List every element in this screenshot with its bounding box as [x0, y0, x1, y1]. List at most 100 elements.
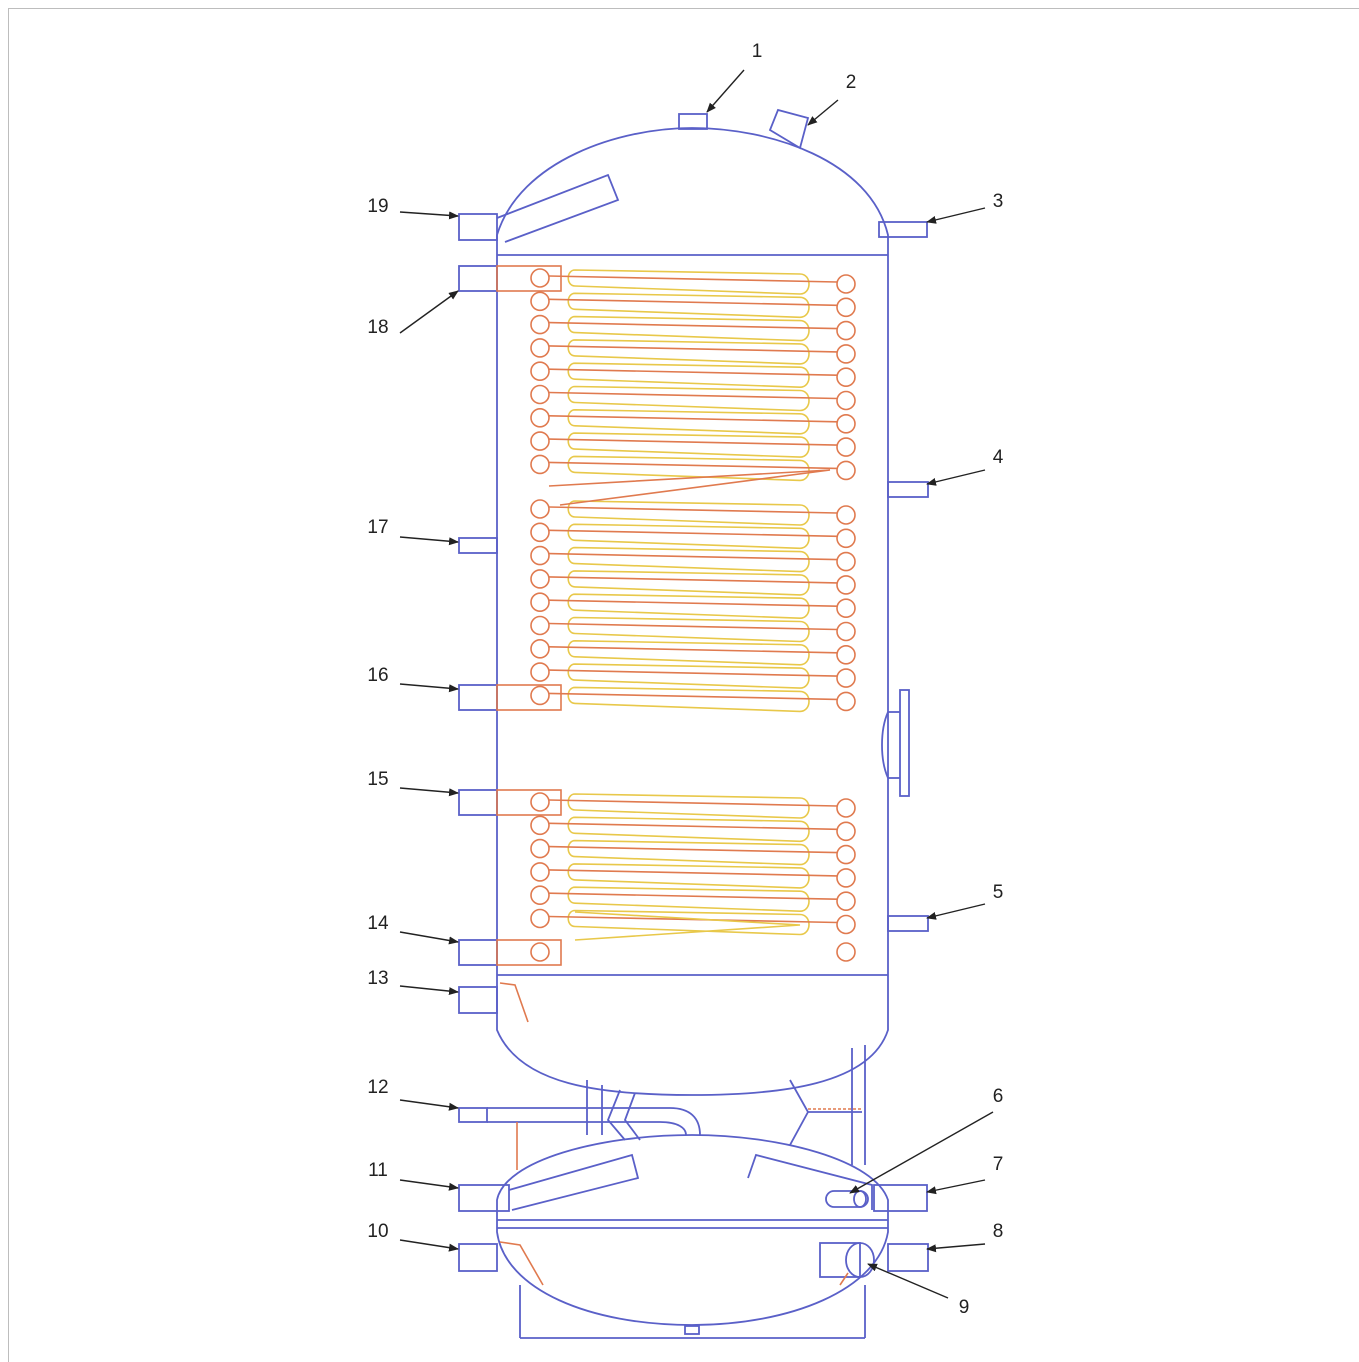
coil-pipe	[548, 669, 838, 677]
coil-ports	[458, 265, 562, 966]
coil-turn-left	[530, 908, 550, 929]
coil-turn-left	[530, 838, 550, 859]
coil-turn-right	[836, 575, 856, 595]
coil-turn-right	[836, 644, 856, 665]
coil-pipe	[548, 321, 838, 330]
connector-12-port	[458, 1107, 488, 1123]
coil-turn-right	[836, 621, 856, 642]
coil-loop	[567, 909, 810, 936]
connector-1-port	[678, 113, 708, 130]
coil-loop	[567, 616, 810, 643]
coil-loop	[567, 816, 810, 843]
coil-turn-right	[836, 367, 856, 388]
coil-turn-left	[530, 291, 550, 312]
coil-loop	[567, 793, 810, 819]
callout-11: 11	[368, 1160, 459, 1191]
immersion-tube-10	[499, 1241, 544, 1286]
connector-10-port	[458, 1243, 498, 1272]
callout-arrow-2	[807, 99, 839, 126]
callout-3: 3	[926, 191, 1004, 224]
coil-turn-right	[836, 821, 856, 842]
coil-pipe	[548, 368, 838, 376]
coil-15-stub	[496, 789, 562, 816]
coil-loop	[567, 362, 810, 389]
coil-pipe	[548, 869, 838, 877]
coil-pipe	[548, 845, 838, 854]
coil-crossover-upper	[548, 469, 831, 506]
coil-turn-left	[530, 361, 550, 382]
coil-turn-right	[836, 914, 856, 935]
connector-19-port	[458, 213, 498, 241]
coil-turn-left	[530, 338, 550, 358]
coil-turn-left	[530, 569, 550, 589]
connector-5-port	[887, 915, 929, 932]
coil-pipe	[548, 622, 838, 631]
coil-loop	[567, 839, 810, 866]
callout-arrow-4	[926, 469, 986, 486]
callout-6: 6	[849, 1086, 1003, 1194]
connector-16-port	[458, 684, 498, 711]
connector-7-port	[873, 1184, 928, 1212]
figure-frame	[8, 8, 1359, 1362]
callout-label-19: 19	[367, 196, 388, 217]
callout-arrow-3	[926, 207, 986, 224]
coil-turn-right	[836, 891, 856, 912]
coil-turn-left	[530, 454, 550, 475]
coil-pipe	[548, 692, 838, 701]
coil-pipe	[548, 345, 838, 353]
coil-loop	[567, 408, 810, 435]
coil-pipe	[548, 415, 838, 423]
coil-turn-right	[836, 598, 856, 619]
upper-tank	[458, 108, 929, 1096]
callout-arrow-5	[926, 903, 986, 920]
coil-turn-left	[530, 384, 550, 405]
callout-12: 12	[367, 1077, 459, 1111]
coil-turn-right	[836, 844, 856, 865]
callout-13: 13	[367, 968, 459, 996]
callout-label-15: 15	[367, 769, 388, 790]
support-structure	[519, 1045, 866, 1339]
callout-arrow-8	[926, 1243, 986, 1253]
connector-18-port	[458, 265, 498, 292]
coil-turn-right	[836, 551, 856, 572]
coil-turn-left	[530, 885, 550, 906]
lower-tank-shell	[496, 1134, 889, 1326]
coil-pipe	[548, 892, 838, 900]
coil-turn-right	[836, 297, 856, 318]
coil-16-stub	[496, 684, 562, 711]
connector-13-port	[458, 986, 498, 1014]
callout-arrow-11	[399, 1179, 459, 1191]
callout-label-3: 3	[993, 191, 1004, 212]
upper-coil-top	[530, 268, 856, 482]
heat-exchanger-coils	[530, 268, 856, 962]
coil-pipe	[548, 506, 838, 514]
coil-turn-right	[836, 798, 856, 818]
coil-loop	[567, 663, 810, 689]
coil-turn-right	[836, 942, 856, 962]
upper-tank-shell	[496, 127, 889, 1096]
coil-turn-left	[530, 862, 550, 882]
coil-loop	[567, 523, 810, 550]
coil-loop	[567, 686, 810, 713]
inlet-pipe-19	[496, 173, 620, 243]
callout-arrow-19	[399, 211, 459, 220]
coil-turn-left	[530, 792, 550, 812]
coil-turn-left	[530, 942, 550, 962]
callout-2: 2	[807, 72, 857, 126]
coil-turn-left	[530, 662, 550, 682]
coil-loop	[567, 455, 810, 482]
connector-2-port	[768, 108, 810, 150]
coil-pipe	[548, 438, 838, 446]
coil-turn-left	[530, 522, 550, 543]
callout-label-18: 18	[367, 317, 388, 338]
callout-10: 10	[367, 1221, 459, 1252]
callout-label-14: 14	[367, 913, 389, 934]
connector-8-port	[887, 1243, 929, 1272]
coil-turn-right	[836, 668, 856, 688]
coil-18-stub	[496, 265, 562, 292]
callout-label-12: 12	[367, 1077, 388, 1098]
coil-turn-right	[836, 437, 856, 457]
callout-label-2: 2	[846, 72, 857, 93]
